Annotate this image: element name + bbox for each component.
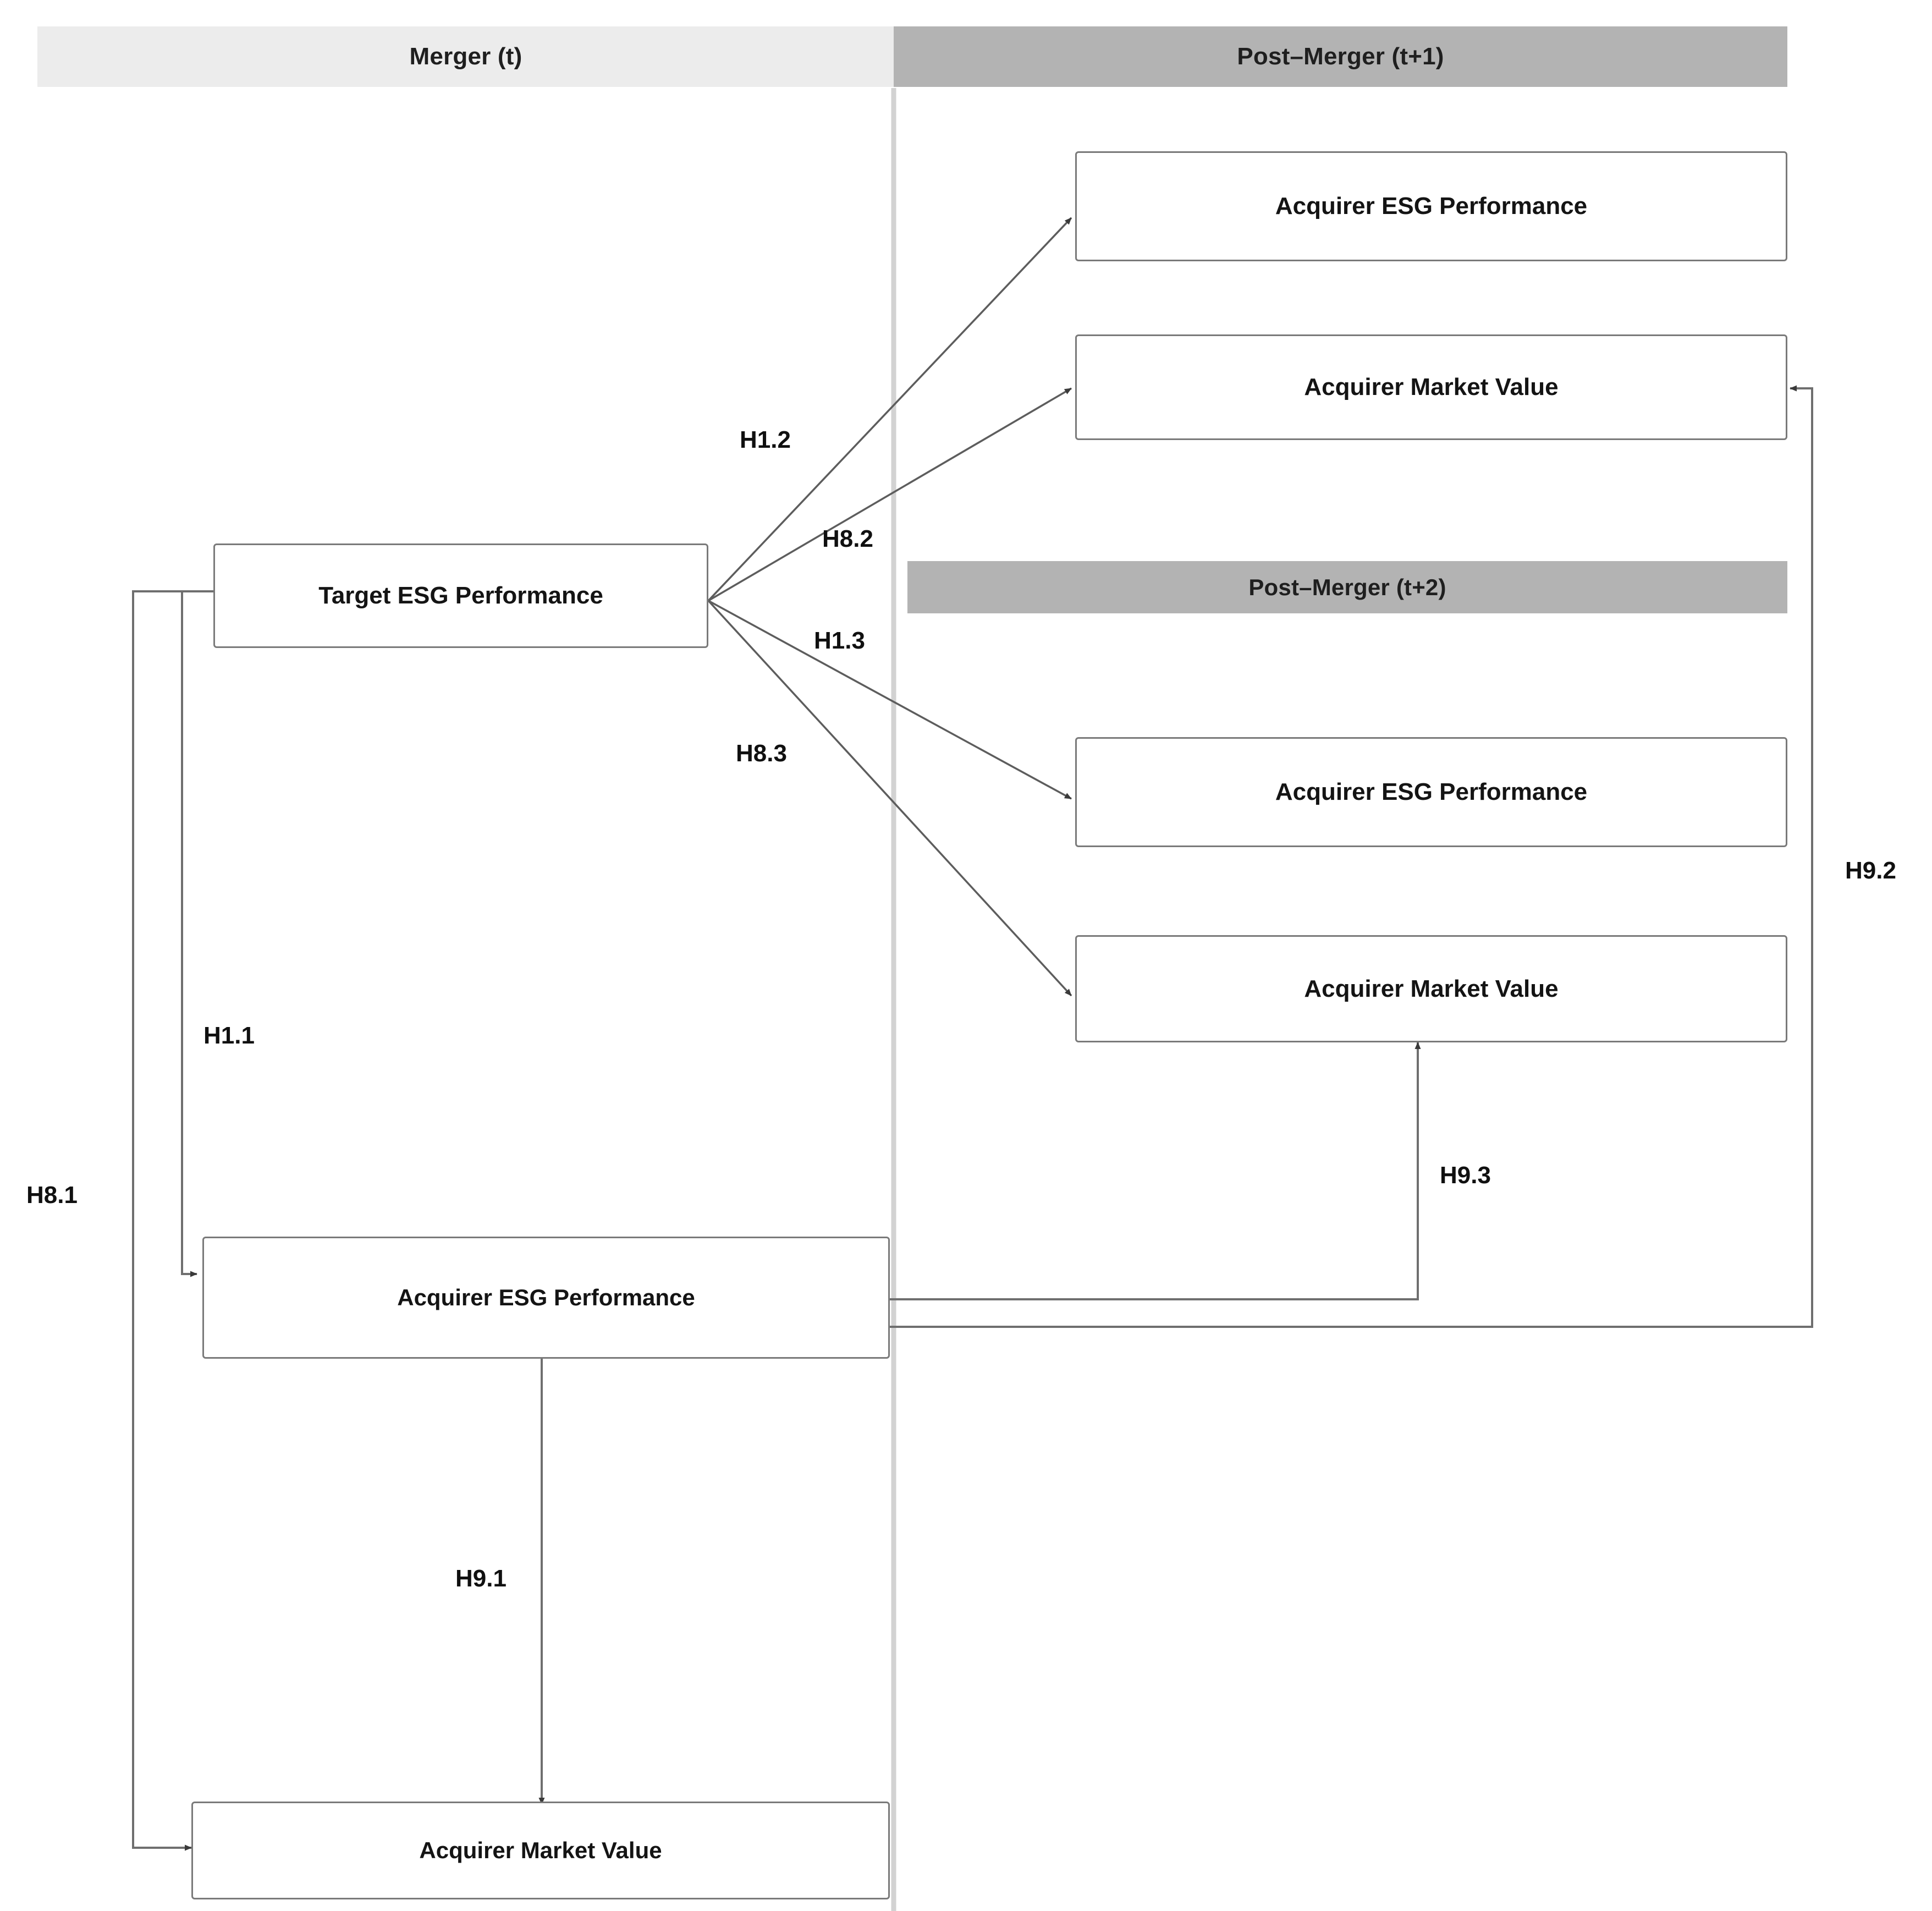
edge-label-h1-3: H1.3 bbox=[814, 627, 865, 654]
edge-label-h8-1: H8.1 bbox=[26, 1182, 78, 1209]
edge-label-h8-2: H8.2 bbox=[822, 525, 873, 552]
edge-label-h9-2: H9.2 bbox=[1845, 857, 1896, 884]
edge-h9-2 bbox=[887, 385, 1813, 1328]
node-target-esg-performance-t[interactable]: Target ESG Performance bbox=[213, 543, 708, 648]
node-acquirer-esg-performance-t1[interactable]: Acquirer ESG Performance bbox=[1075, 151, 1787, 261]
edge-label-h1-1: H1.1 bbox=[203, 1022, 255, 1049]
band-post-merger-t2: Post–Merger (t+2) bbox=[907, 561, 1787, 613]
node-target-esg-performance-t-label: Target ESG Performance bbox=[318, 582, 603, 609]
edge-h8-3 bbox=[707, 600, 1072, 997]
node-acquirer-market-value-t1[interactable]: Acquirer Market Value bbox=[1075, 334, 1787, 440]
node-acquirer-market-value-t-label: Acquirer Market Value bbox=[419, 1837, 662, 1863]
node-acquirer-esg-performance-t2[interactable]: Acquirer ESG Performance bbox=[1075, 737, 1787, 847]
edge-label-h9-3: H9.3 bbox=[1440, 1162, 1491, 1189]
band-merger-t: Merger (t) bbox=[37, 26, 894, 87]
node-acquirer-esg-performance-t[interactable]: Acquirer ESG Performance bbox=[202, 1237, 890, 1359]
band-post-merger-t2-label: Post–Merger (t+2) bbox=[1248, 574, 1446, 600]
edge-label-h1-2: H1.2 bbox=[740, 426, 791, 453]
edge-label-h9-1: H9.1 bbox=[455, 1565, 507, 1592]
band-post-merger-t1-label: Post–Merger (t+1) bbox=[1237, 43, 1444, 70]
edge-h1-3 bbox=[708, 600, 1072, 800]
node-acquirer-market-value-t2-label: Acquirer Market Value bbox=[1304, 975, 1559, 1002]
node-acquirer-market-value-t1-label: Acquirer Market Value bbox=[1304, 374, 1559, 400]
edge-h9-3 bbox=[887, 1042, 1421, 1300]
node-acquirer-market-value-t2[interactable]: Acquirer Market Value bbox=[1075, 935, 1787, 1042]
band-merger-t-label: Merger (t) bbox=[409, 43, 522, 70]
edge-h8-1 bbox=[132, 590, 213, 1851]
node-acquirer-esg-performance-t1-label: Acquirer ESG Performance bbox=[1275, 193, 1588, 219]
edge-h1-1 bbox=[181, 590, 213, 1277]
node-acquirer-esg-performance-t2-label: Acquirer ESG Performance bbox=[1275, 778, 1588, 805]
band-post-merger-t1: Post–Merger (t+1) bbox=[894, 26, 1787, 87]
node-acquirer-market-value-t[interactable]: Acquirer Market Value bbox=[191, 1802, 890, 1899]
node-acquirer-esg-performance-t-label: Acquirer ESG Performance bbox=[397, 1284, 695, 1310]
edge-h1-2 bbox=[707, 217, 1072, 602]
edge-label-h8-3: H8.3 bbox=[736, 740, 787, 767]
